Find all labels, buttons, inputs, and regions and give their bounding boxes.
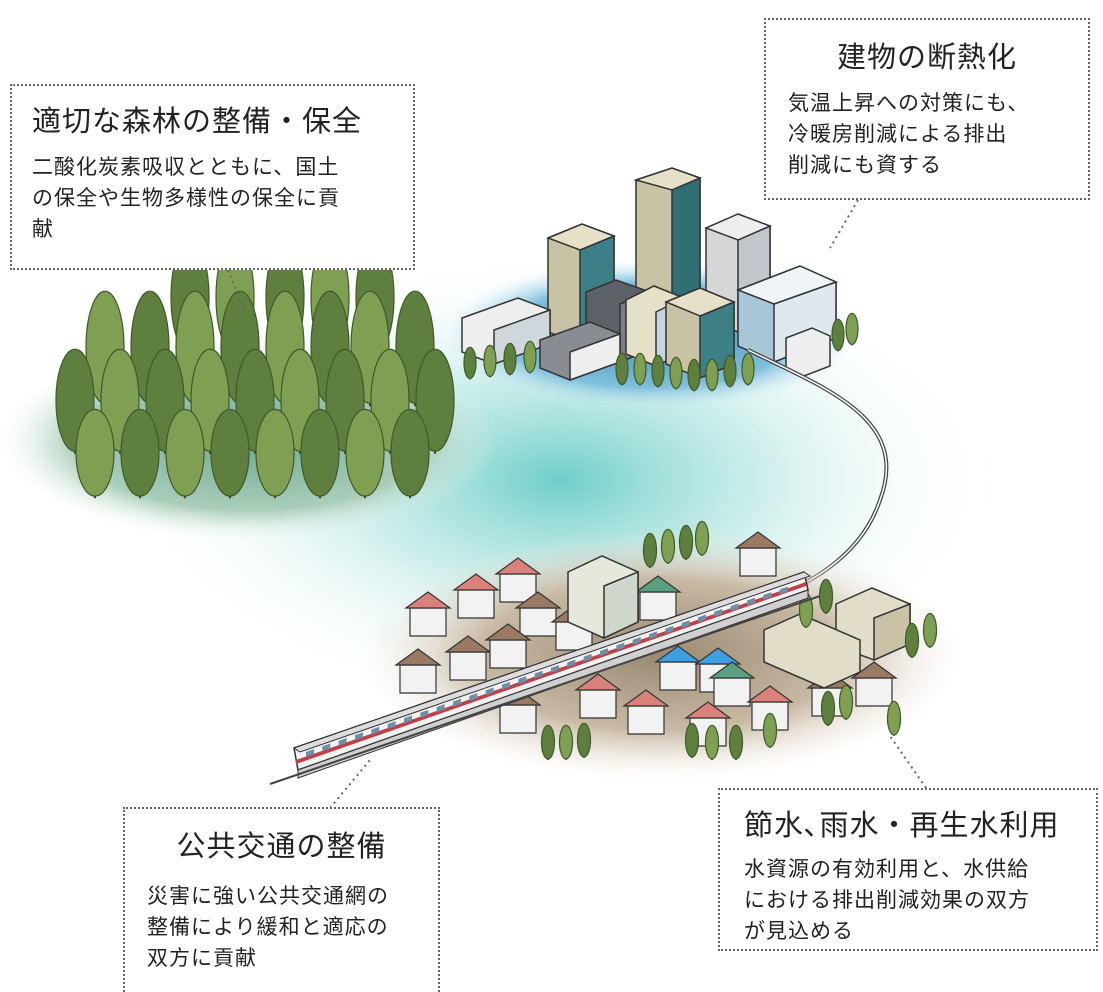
town-houses xyxy=(394,531,898,747)
tree xyxy=(615,352,629,386)
tree xyxy=(818,578,834,614)
tree xyxy=(723,354,737,388)
forest-callout: 適切な森林の整備・保全 二酸化炭素吸収とともに、国土 の保全や生物多様性の保全に… xyxy=(10,84,415,270)
tree xyxy=(922,612,938,648)
tree xyxy=(886,700,902,736)
house xyxy=(444,635,492,681)
tree xyxy=(463,346,477,380)
tree xyxy=(165,408,205,499)
tree xyxy=(704,724,720,760)
train-windows xyxy=(306,586,788,757)
town-apartments xyxy=(567,555,911,689)
house xyxy=(734,531,782,577)
tree xyxy=(255,408,295,499)
tree xyxy=(390,408,430,499)
water-callout-title: 節水､雨水・再生水利用 xyxy=(744,808,1060,842)
forest-callout-pointer xyxy=(227,269,245,311)
tree xyxy=(669,356,683,390)
tree xyxy=(678,524,694,560)
transit-callout-body: 災害に強い公共交通網の 整備により緩和と適応の 双方に貢献 xyxy=(147,884,389,970)
building-callout-pointer xyxy=(829,199,859,249)
tree xyxy=(345,408,385,499)
tree xyxy=(576,722,592,758)
tree xyxy=(210,408,250,499)
tree xyxy=(642,532,658,568)
house xyxy=(574,673,622,719)
water-callout-pointer xyxy=(889,735,927,789)
tree xyxy=(540,724,556,760)
water-callout-body: 水資源の有効利用と、水供給 における排出削減効果の双方 が見込める xyxy=(744,857,1030,943)
building-low xyxy=(539,321,621,382)
tree xyxy=(684,722,700,758)
tree xyxy=(705,358,719,392)
tree xyxy=(75,408,115,499)
tree xyxy=(762,712,778,748)
house xyxy=(452,573,500,619)
city-buildings xyxy=(461,167,839,382)
tree xyxy=(300,408,340,499)
tree xyxy=(651,354,665,388)
house xyxy=(404,591,452,637)
building-callout-title: 建物の断熱化 xyxy=(836,40,1017,74)
tree xyxy=(904,622,920,658)
transit-callout-pointer xyxy=(329,759,371,809)
tree xyxy=(120,408,160,499)
tree xyxy=(820,690,836,726)
tree xyxy=(523,340,537,374)
forest-callout-body: 二酸化炭素吸収とともに、国土 の保全や生物多様性の保全に貢 献 xyxy=(32,155,340,241)
building-callout-body: 気温上昇への対策にも、 冷暖房削減による排出 削減にも資する xyxy=(788,91,1030,177)
tree xyxy=(831,318,845,352)
tree xyxy=(558,724,574,760)
house xyxy=(622,689,670,735)
tree xyxy=(660,528,676,564)
transit-callout-title: 公共交通の整備 xyxy=(176,829,387,863)
transit-callout: 公共交通の整備 災害に強い公共交通網の 整備により緩和と適応の 双方に貢献 xyxy=(123,807,440,992)
tree xyxy=(694,520,710,556)
train-rail xyxy=(269,595,821,785)
tree xyxy=(728,724,744,760)
town-trees xyxy=(540,520,938,760)
building-callout: 建物の断熱化 気温上昇への対策にも、 冷暖房削減による排出 削減にも資する xyxy=(764,18,1090,200)
water-callout: 節水､雨水・再生水利用 水資源の有効利用と、水供給 における排出削減効果の双方 … xyxy=(718,788,1098,951)
tree xyxy=(838,684,854,720)
tree xyxy=(503,342,517,376)
tree xyxy=(483,344,497,378)
house xyxy=(850,661,898,707)
tree xyxy=(633,352,647,386)
house xyxy=(708,661,756,707)
tree xyxy=(687,358,701,392)
building-low xyxy=(785,327,831,377)
forest-callout-title: 適切な森林の整備・保全 xyxy=(32,104,363,138)
house xyxy=(394,648,442,694)
house xyxy=(654,645,702,691)
house xyxy=(634,575,682,621)
city-trees xyxy=(463,312,859,392)
tree xyxy=(741,352,755,386)
apartment-building xyxy=(567,555,639,640)
tree xyxy=(845,312,859,346)
